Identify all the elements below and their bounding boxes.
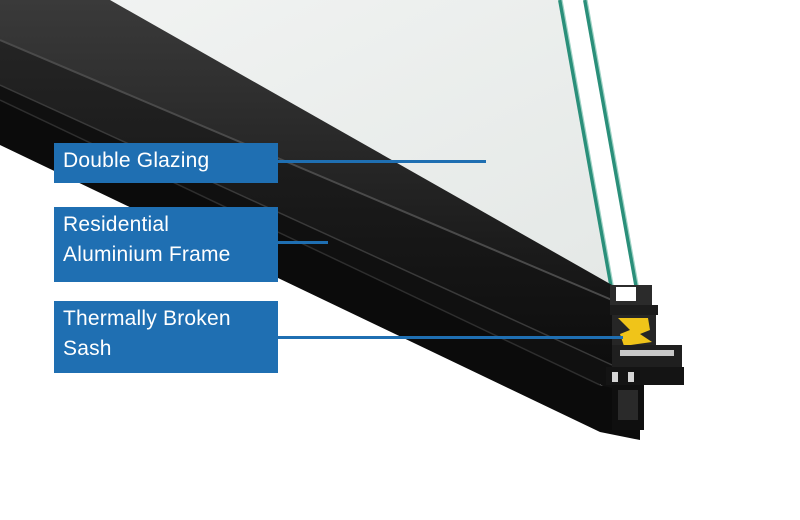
frame-top-face [0,0,612,300]
leader-line-double-glazing [278,160,486,163]
glass-edge-outer [558,0,614,291]
frame-front-face [0,40,640,365]
thermal-break-insert [618,318,652,346]
label-residential-aluminium-frame: Residential Aluminium Frame [54,207,278,282]
label-thermally-broken-sash: Thermally Broken Sash [54,301,278,373]
glass-edge-inner [583,0,639,291]
profile-cross-section [606,285,684,430]
leader-line-aluminium-frame [278,241,328,244]
leader-line-thermally-broken-sash [278,336,623,339]
frame-base-track [0,100,640,440]
label-double-glazing: Double Glazing [54,143,278,183]
